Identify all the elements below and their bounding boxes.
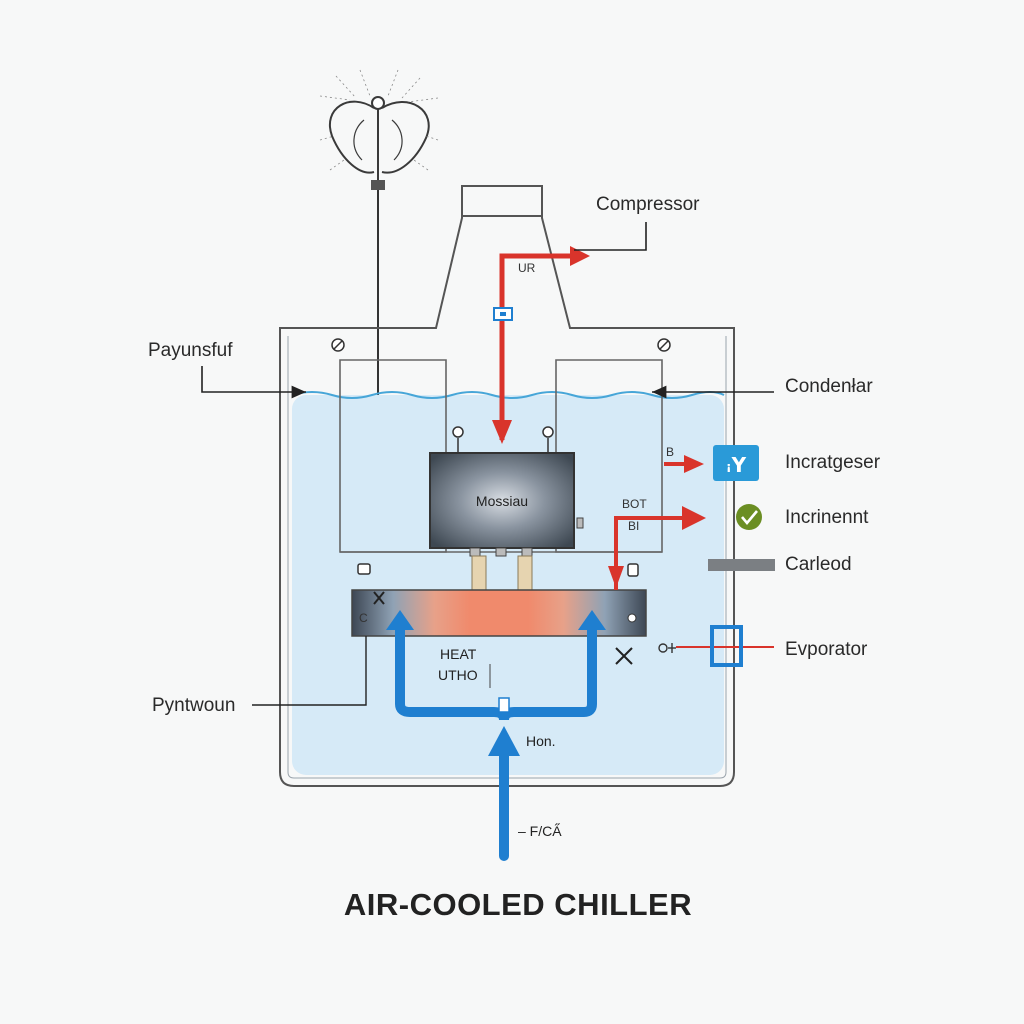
arrow-up-inlet: [488, 726, 520, 756]
evaporator-valve-icon: [658, 643, 676, 653]
ur-label: UR: [518, 261, 536, 275]
utho-label: UTHO: [438, 667, 478, 683]
incrinennt-label: Incrinennt: [785, 507, 869, 528]
fca-label: – F/CA̋: [518, 822, 562, 839]
bolt-icon: [627, 613, 637, 623]
evaporator-label: Evporator: [785, 639, 868, 660]
compressor-label: Compressor: [596, 194, 700, 215]
arrow-b-head: [684, 455, 704, 473]
pyntwoun-leader: [252, 636, 367, 706]
check-circle-icon: [736, 504, 762, 530]
chilled-water-loop: [395, 622, 597, 721]
b-label: B: [666, 445, 674, 459]
pipe-right: [517, 555, 533, 591]
payunsfuf-leader: [201, 366, 306, 399]
valve-icon: [331, 338, 671, 577]
arrow-right-top: [570, 246, 590, 266]
sensor-icon-core: [500, 312, 506, 316]
diagram-title: AIR-COOLED CHILLER: [344, 887, 692, 922]
incratgeser-icon: [713, 445, 759, 481]
module-unit: [429, 452, 575, 549]
heat-label: HEAT: [440, 646, 477, 662]
arrow-incrinennt-head: [682, 506, 706, 530]
condenser-label: Condenłar: [785, 376, 873, 397]
module-label: Mossiau: [476, 493, 528, 509]
check-mark: [741, 510, 758, 526]
incratgeser-icon-glyph: ꜟY: [726, 453, 747, 477]
hon-label: Hon.: [526, 733, 556, 749]
junction-icon: [498, 697, 510, 713]
square-outline-icon: [710, 625, 743, 667]
bot-label: BOT: [622, 497, 647, 511]
fan-icon: [319, 69, 439, 190]
carleod-label: Carleod: [785, 554, 852, 575]
refrigerant-line-top: [499, 253, 570, 440]
arrow-up-right-loop: [578, 610, 606, 630]
pyntwoun-label: Pyntwoun: [152, 695, 235, 716]
x-mark-icon: [373, 591, 633, 665]
arrow-down-module: [492, 420, 512, 444]
tank-outline: [279, 185, 735, 787]
carleod-bar: [708, 559, 775, 571]
compressor-leader: [574, 222, 647, 251]
arrow-up-left-loop: [386, 610, 414, 630]
bi-label: BI: [628, 519, 639, 533]
payunsfuf-label: Payunsfuf: [148, 340, 233, 361]
incratgeser-label: Incratgeser: [785, 452, 881, 473]
pipe-left: [471, 555, 487, 591]
bar-end-mark: C: [359, 611, 368, 625]
arrow-down-right: [608, 566, 624, 588]
